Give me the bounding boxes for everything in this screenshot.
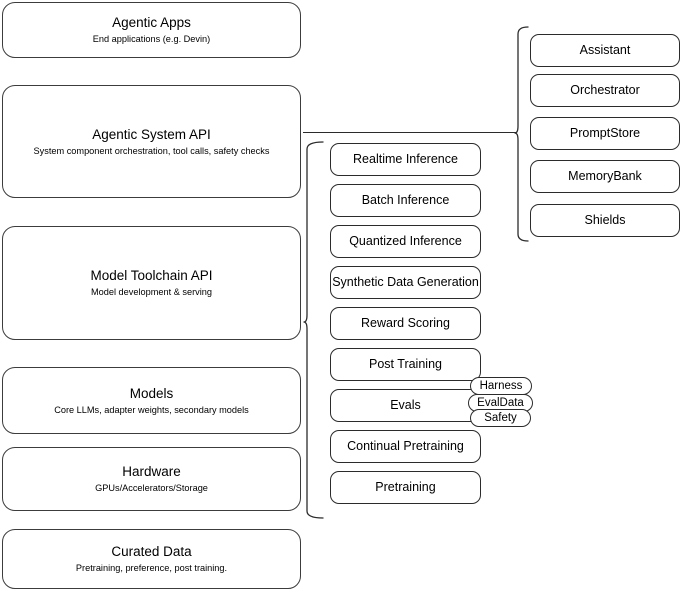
system-component-promptstore[interactable]: PromptStore [530,117,680,150]
item-label: Orchestrator [570,83,640,97]
layer-agentic-system-api[interactable]: Agentic System API System component orche… [2,85,301,198]
layer-title: Curated Data [111,544,192,559]
item-label: Assistant [579,43,631,57]
toolchain-item-continual-pretraining[interactable]: Continual Pretraining [330,430,481,463]
layer-title: Hardware [122,464,181,479]
layer-model-toolchain-api[interactable]: Model Toolchain API Model development & s… [2,226,301,340]
item-label: Batch Inference [361,193,450,207]
toolchain-item-reward-scoring[interactable]: Reward Scoring [330,307,481,340]
layer-subtitle: GPUs/Accelerators/Storage [95,483,208,493]
item-label: Shields [584,213,626,227]
item-label: MemoryBank [568,169,642,183]
toolchain-item-synthetic-data-generation[interactable]: Synthetic Data Generation [330,266,481,299]
item-label: Pretraining [375,480,436,494]
toolchain-item-quantized-inference[interactable]: Quantized Inference [330,225,481,258]
eval-tag-safety[interactable]: Safety [470,409,531,427]
layer-subtitle: System component orchestration, tool cal… [33,145,270,156]
item-label: Quantized Inference [349,234,462,248]
toolchain-item-batch-inference[interactable]: Batch Inference [330,184,481,217]
toolchain-item-realtime-inference[interactable]: Realtime Inference [330,143,481,176]
eval-tag-label: Harness [479,379,523,392]
toolchain-item-pretraining[interactable]: Pretraining [330,471,481,504]
system-component-shields[interactable]: Shields [530,204,680,237]
system-components-brace-icon [514,26,529,242]
layer-title: Models [129,385,174,401]
item-label: Post Training [369,357,442,371]
system-component-assistant[interactable]: Assistant [530,34,680,67]
eval-tag-label: EvalData [477,396,524,409]
toolchain-item-evals[interactable]: Evals [330,389,481,422]
system-component-memorybank[interactable]: MemoryBank [530,160,680,193]
item-label: Synthetic Data Generation [332,275,479,289]
toolchain-brace-icon [303,141,324,519]
system-component-orchestrator[interactable]: Orchestrator [530,74,680,107]
layer-title: Agentic Apps [112,15,191,30]
eval-tag-harness[interactable]: Harness [470,377,532,395]
connector-line [303,132,516,134]
item-label: PromptStore [569,126,641,140]
item-label: Reward Scoring [361,316,450,330]
layer-title: Model Toolchain API [90,268,213,283]
layer-subtitle: Pretraining, preference, post training. [75,563,228,573]
layer-subtitle: Model development & serving [90,287,213,297]
item-label: Continual Pretraining [347,439,464,453]
layer-subtitle: Core LLMs, adapter weights, secondary mo… [54,404,249,415]
item-label: Realtime Inference [353,152,458,166]
layer-title: Agentic System API [92,126,211,142]
item-label: Evals [390,398,421,412]
eval-tag-label: Safety [484,411,517,424]
toolchain-item-post-training[interactable]: Post Training [330,348,481,381]
layer-subtitle: End applications (e.g. Devin) [92,34,211,44]
